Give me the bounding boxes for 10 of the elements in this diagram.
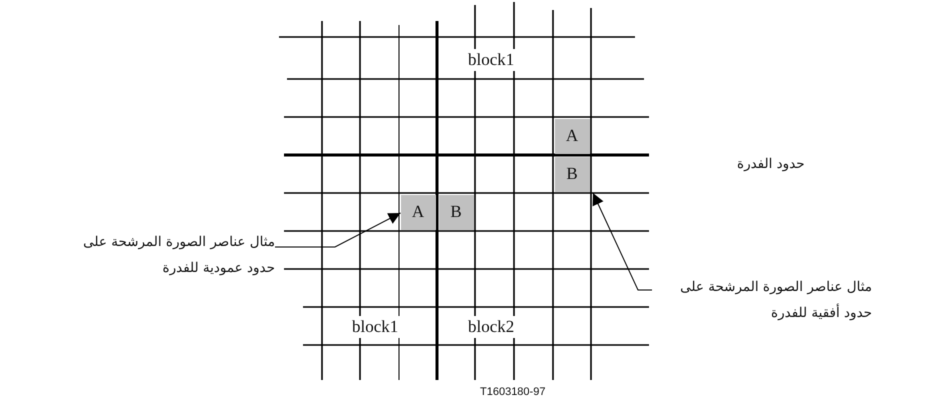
leader-line [592,192,652,290]
pixel-cell: A [400,194,436,230]
annotation-text: مثال عناصر الصورة المرشحة على حدود أفقية للفدرة [652,275,872,327]
pixel-cell: B [438,194,474,230]
boundary-label: حدود الفدرة [737,156,805,172]
pixel-cell: A [554,118,590,154]
leader-line [274,212,401,248]
pixel-cell: B [554,156,590,192]
figure-code: T1603180-97 [480,386,546,398]
annotation-text: مثال عناصر الصورة المرشحة على حدود عمودية للفدرة [70,230,275,282]
